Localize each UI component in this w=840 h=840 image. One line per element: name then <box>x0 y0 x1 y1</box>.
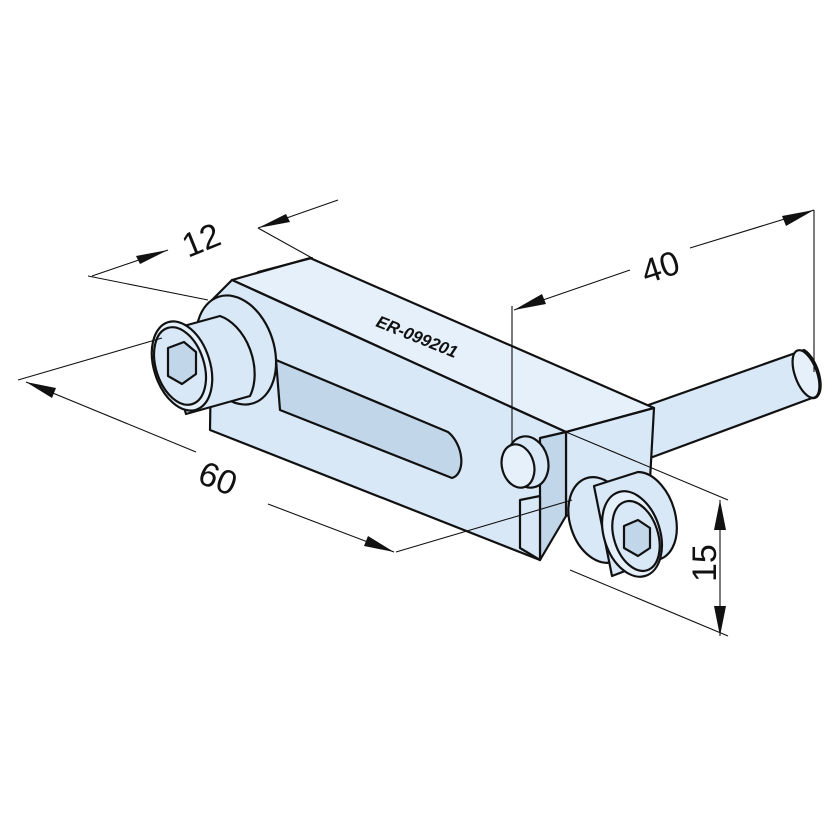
pin-length-dimension-value: 40 <box>637 244 685 292</box>
left-cap-screw <box>150 294 278 416</box>
hex-socket-icon <box>622 518 652 558</box>
dimension-height: 15 <box>565 431 729 637</box>
side-pin <box>500 435 550 489</box>
pin <box>638 348 822 460</box>
slot <box>274 358 463 480</box>
right-cap-screw <box>567 470 678 578</box>
width-dimension-value: 12 <box>177 216 226 265</box>
height-dimension-value: 15 <box>686 544 724 582</box>
hex-socket-icon <box>166 340 198 386</box>
length-dimension-value: 60 <box>193 454 242 503</box>
